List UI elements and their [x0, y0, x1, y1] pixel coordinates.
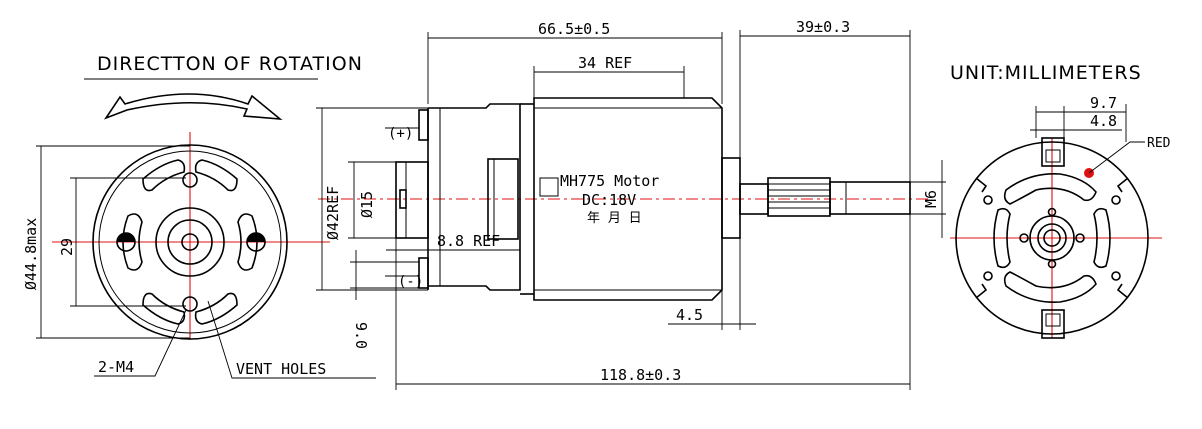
red-offset-outer-dimension: 9.7	[1090, 94, 1117, 112]
shaft-tip	[829, 181, 911, 215]
rivet-hole-icon	[983, 271, 993, 281]
mounting-hole-label: 2-M4	[98, 358, 134, 376]
front-end-view: UNIT:MILLIMETERS RE	[950, 62, 1171, 339]
rivet-hole-icon	[983, 195, 993, 205]
brush-holder	[487, 158, 519, 240]
vent-slot-icon	[237, 213, 258, 271]
red-offset-inner-dimension: 4.8	[1090, 112, 1117, 130]
rear-end-cap	[427, 103, 521, 291]
vent-hole-label: VENT HOLES	[236, 360, 326, 378]
negative-terminal-label: (-)	[398, 274, 423, 290]
vent-hole-leader	[207, 300, 376, 379]
vent-slot-icon	[142, 292, 186, 325]
rear-outer-circle	[92, 144, 288, 340]
front-boss	[721, 157, 741, 239]
front-terminal-slot	[1045, 149, 1061, 163]
rear-bearing	[181, 233, 199, 251]
boss-diameter-dimension: Ø15	[358, 191, 376, 218]
negative-terminal	[418, 257, 429, 289]
rotation-title: DIRECTTON OF ROTATION	[97, 53, 363, 75]
vent-slot-icon	[122, 213, 143, 271]
can-length-dimension: 34 REF	[578, 54, 632, 72]
red-marker-label: RED	[1147, 136, 1171, 151]
rim-notch	[975, 283, 988, 299]
mounting-hole-leader	[94, 309, 187, 377]
mounting-hole-icon	[182, 296, 198, 312]
positive-terminal	[418, 109, 429, 141]
front-terminal-slot	[1045, 313, 1061, 327]
front-hub-outer	[1029, 215, 1075, 261]
motor-date-label: 年 月 日	[587, 211, 642, 226]
motor-model-label: MH775 Motor	[560, 172, 659, 190]
rear-inner-rim	[98, 150, 282, 334]
front-terminal-bottom	[1041, 309, 1065, 339]
rivet-hole-icon	[1111, 271, 1121, 281]
rotation-arrow-icon	[103, 93, 283, 121]
body-length-dimension: 66.5±0.5	[538, 20, 610, 38]
boss-length-dimension: 8.8 REF	[437, 232, 500, 250]
vent-slot-icon	[194, 159, 238, 192]
front-height-dimension: Ø42REF	[324, 186, 342, 240]
hole-spacing-dimension: 29	[58, 238, 76, 256]
side-view: (+) (-) MH775 Motor DC:18V 年 月 日 66.5±0.…	[316, 18, 946, 390]
rivet-hole-icon	[1111, 195, 1121, 205]
vent-slot-icon	[1003, 271, 1097, 303]
rim-notch	[975, 177, 988, 193]
unit-label: UNIT:MILLIMETERS	[950, 62, 1142, 84]
rear-hub-outer	[155, 207, 225, 277]
front-terminal-top	[1041, 137, 1065, 167]
front-outer-circle	[955, 141, 1149, 335]
rivet-hole-icon	[1075, 233, 1085, 243]
mounting-hole-icon	[182, 172, 198, 188]
vent-slot-icon	[1093, 207, 1111, 269]
rim-notch	[1116, 177, 1129, 193]
gear-teeth	[768, 183, 830, 209]
shaft-length-dimension: 39±0.3	[796, 18, 850, 36]
vent-slot-icon	[194, 292, 238, 325]
vent-slot-icon	[993, 207, 1011, 269]
motor-voltage-label: DC:18V	[582, 191, 636, 209]
terminal-offset-dimension: 9.0	[352, 322, 370, 349]
rear-boss	[395, 161, 429, 239]
outer-diameter-dimension: Ø44.8max	[22, 218, 40, 290]
vent-slot-icon	[142, 159, 186, 192]
rear-bushing	[399, 189, 407, 209]
front-shaft	[1043, 229, 1061, 247]
rear-end-view: DIRECTTON OF ROTATION Ø44.8ma	[22, 53, 376, 379]
rear-hub-middle	[167, 219, 213, 265]
step-length-dimension: 4.5	[676, 306, 703, 324]
front-hub-middle	[1037, 223, 1067, 253]
vent-slot-icon	[1003, 173, 1097, 205]
rim-notch	[1116, 283, 1129, 299]
terminal-marker-fill	[117, 233, 135, 242]
total-length-dimension: 118.8±0.3	[600, 366, 681, 384]
terminal-marker-fill	[247, 233, 265, 242]
shaft-diameter-dimension: M6	[922, 190, 940, 208]
red-marker-leader	[1088, 141, 1145, 174]
positive-terminal-label: (+)	[388, 126, 413, 142]
rivet-hole-icon	[1019, 233, 1029, 243]
label-plate-icon	[539, 177, 559, 197]
